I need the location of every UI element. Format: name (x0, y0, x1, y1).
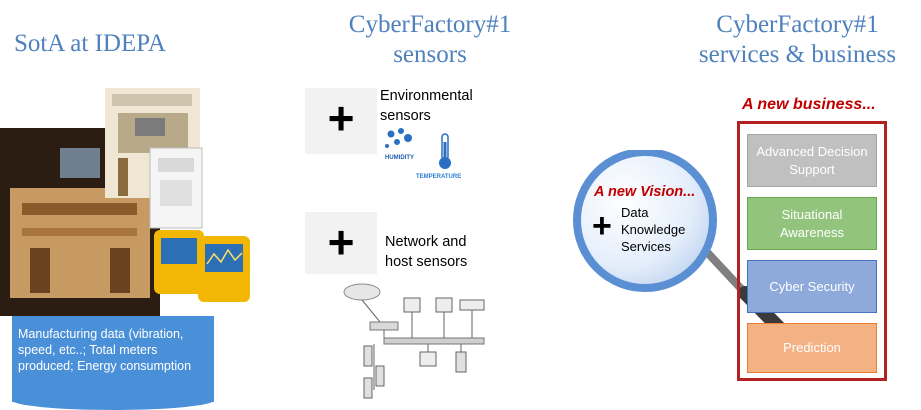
server-icon (375, 365, 385, 387)
manufacturing-data-box: Manufacturing data (vibration, speed, et… (12, 316, 214, 410)
service-label-line2: Awareness (779, 224, 845, 240)
magnifier-icon (573, 150, 798, 347)
machine-leg (118, 158, 128, 196)
loom-panel (60, 148, 100, 178)
column-title-sota: SotA at IDEPA (14, 30, 166, 57)
new-business-title: A new business... (742, 96, 876, 113)
network-host-sensors-label: Network and host sensors (385, 232, 467, 272)
sensors-title-line1: CyberFactory#1 (348, 11, 512, 38)
energy-meter-body (160, 180, 192, 206)
networked-printer-icon (459, 299, 485, 311)
windows-pc-icon (419, 351, 437, 367)
service-label-line1: Advanced Decision (756, 143, 868, 159)
plus-icon: + (327, 216, 355, 268)
router-icon (369, 321, 399, 331)
humidity-label: HUMIDITY (385, 155, 414, 161)
services-title-line1: CyberFactory#1 (716, 11, 879, 38)
service-label-line2: Support (789, 161, 835, 177)
environmental-sensors-label: Environmental sensors (380, 86, 473, 126)
humidity-icon (385, 128, 412, 148)
net-label-line2: host sensors (385, 254, 468, 270)
service-cyber-security: Cyber Security (747, 260, 877, 313)
analyzer-1-screen (161, 238, 197, 264)
machine-display (135, 118, 165, 136)
analyzer-waveform (206, 248, 243, 265)
vision-item-services: Services (621, 239, 671, 254)
vision-items: Data Knowledge Services (621, 204, 685, 255)
service-situational-awareness: Situational Awareness (747, 197, 877, 250)
energy-meter-display (158, 158, 194, 172)
sensors-title-line2: sensors (393, 41, 467, 68)
business-services-frame: Advanced Decision Support Situational Aw… (737, 121, 887, 381)
plus-icon: + (327, 92, 355, 144)
internet-cloud-icon (343, 283, 381, 301)
service-prediction: Prediction (747, 323, 877, 373)
service-advanced-decision-support: Advanced Decision Support (747, 134, 877, 187)
network-plus-card: + (305, 212, 377, 274)
column-title-sensors: CyberFactory#1 sensors (315, 10, 545, 70)
env-label-line1: Environmental (380, 88, 473, 104)
loom-leg-2 (110, 248, 130, 293)
network-diagram (343, 283, 485, 399)
service-label-line1: Situational (781, 206, 843, 222)
plus-icon: + (592, 207, 612, 245)
server-icon (363, 345, 373, 367)
loom-beam-2 (22, 228, 137, 236)
temperature-label: TEMPERATURE (416, 174, 462, 180)
services-title-line2: services & business (698, 41, 897, 68)
new-vision-title: A new Vision... (594, 184, 696, 200)
vision-item-data: Data (621, 205, 649, 220)
net-label-line1: Network and (385, 234, 467, 250)
service-label-line1: Cyber Security (769, 278, 855, 294)
env-label-line2: sensors (380, 108, 431, 124)
machine-top (112, 94, 192, 106)
thermometer-icon (439, 133, 451, 169)
equipment-photo (0, 88, 250, 316)
loom-leg (30, 248, 50, 293)
magnifier-lens (573, 150, 717, 292)
windows-pc-icon (403, 297, 421, 313)
server-icon (455, 351, 467, 373)
column-title-services: CyberFactory#1 services & business (680, 10, 915, 70)
service-label-line1: Prediction (783, 340, 841, 355)
server-icon (363, 377, 373, 399)
manufacturing-data-text: Manufacturing data (vibration, speed, et… (18, 327, 192, 373)
windows-pc-icon (435, 297, 453, 313)
environmental-plus-card: + (305, 88, 377, 154)
vision-item-knowledge: Knowledge (621, 222, 686, 237)
loom-beam (22, 203, 137, 215)
network-link (361, 299, 381, 323)
internal-ethernet (383, 337, 485, 345)
